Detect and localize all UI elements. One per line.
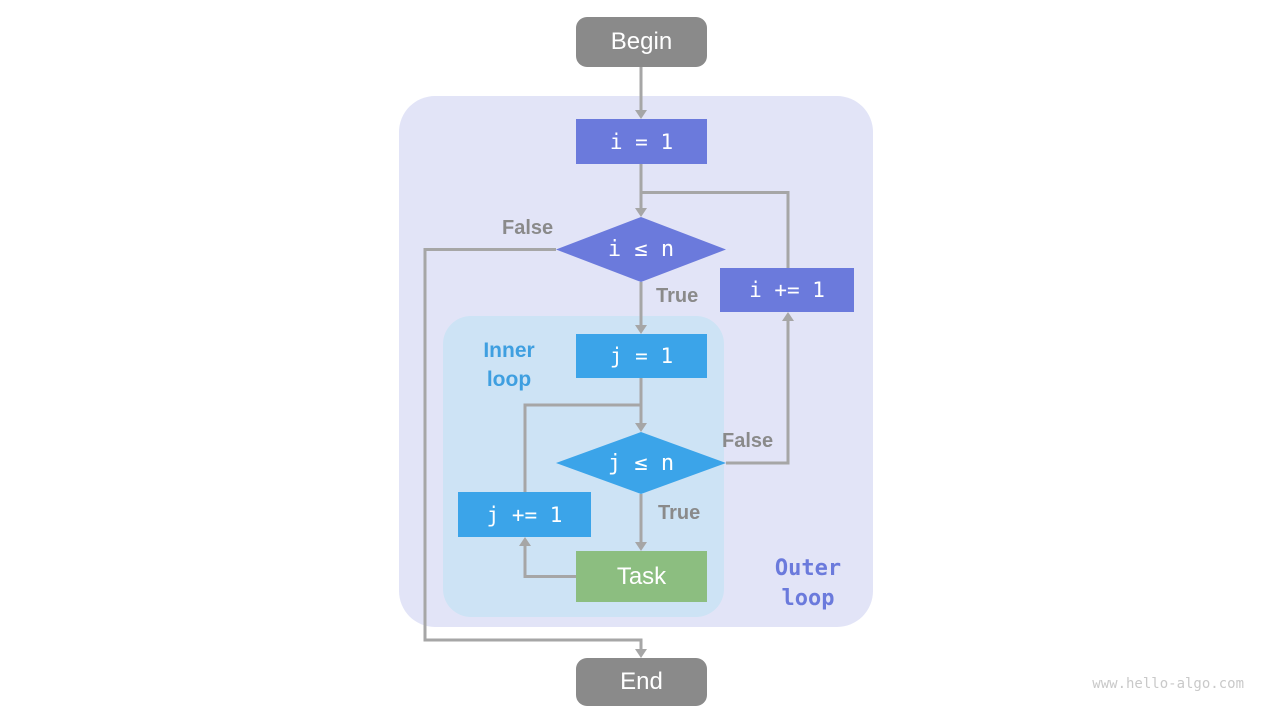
increment-i-node-label: i += 1 <box>749 278 825 302</box>
arrowhead-task <box>635 542 647 551</box>
edge-task-to-incr-j <box>523 546 576 578</box>
init-i-node-label: i = 1 <box>609 129 674 154</box>
begin-node-label: Begin <box>610 28 673 55</box>
init-j-node: j = 1 <box>576 334 707 378</box>
condition-j-label: j ≤ n <box>607 450 675 476</box>
cond-i-true-label: True <box>656 285 699 307</box>
increment-i-node: i += 1 <box>720 268 854 312</box>
end-node-label: End <box>620 668 663 695</box>
edge-incr-j-return <box>523 403 641 492</box>
edge-cond-i-false-to-end <box>423 248 643 649</box>
watermark: www.hello-algo.com <box>1092 676 1244 692</box>
begin-node: Begin <box>576 17 707 67</box>
arrowhead-init-j <box>635 325 647 334</box>
increment-j-node: j += 1 <box>458 492 591 537</box>
edge-incr-i-return <box>641 191 790 268</box>
arrowhead-init-i <box>635 110 647 119</box>
arrowhead-cond-j <box>635 423 647 432</box>
cond-j-false-label: False <box>722 430 774 452</box>
increment-j-node-label: j += 1 <box>486 502 563 527</box>
task-node-label: Task <box>616 562 667 590</box>
condition-i-label: i ≤ n <box>607 237 675 262</box>
arrowhead-cond-i <box>635 208 647 217</box>
init-j-node-label: j = 1 <box>609 344 674 368</box>
arrowhead-end <box>635 649 647 658</box>
task-node: Task <box>576 551 707 602</box>
init-i-node: i = 1 <box>576 119 707 164</box>
cond-i-false-label: False <box>502 217 554 239</box>
outer-loop-label: Outer loop <box>774 556 842 611</box>
cond-j-true-label: True <box>658 502 701 524</box>
arrowhead-incr-j <box>519 537 531 546</box>
edge-cond-j-false-to-incr-i <box>726 321 790 465</box>
inner-loop-label: Inner loop <box>483 339 535 391</box>
arrowhead-incr-i <box>782 312 794 321</box>
end-node: End <box>576 658 707 706</box>
